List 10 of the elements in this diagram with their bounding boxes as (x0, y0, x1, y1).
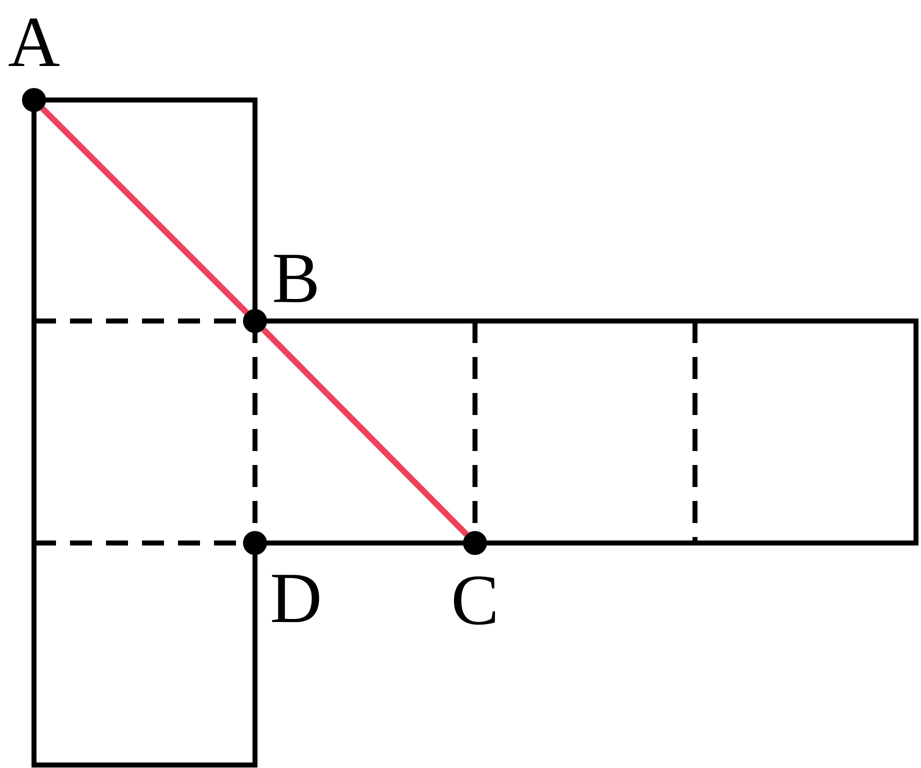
point-dot (22, 88, 46, 112)
point-label: C (450, 564, 500, 636)
point-label: D (270, 562, 322, 634)
point-label: A (8, 6, 60, 78)
segment-line (261, 327, 469, 537)
point-dot (463, 531, 487, 555)
point-label: B (272, 242, 320, 314)
point-dot (243, 531, 267, 555)
point-dot (243, 309, 267, 333)
segment-line (40, 106, 249, 315)
